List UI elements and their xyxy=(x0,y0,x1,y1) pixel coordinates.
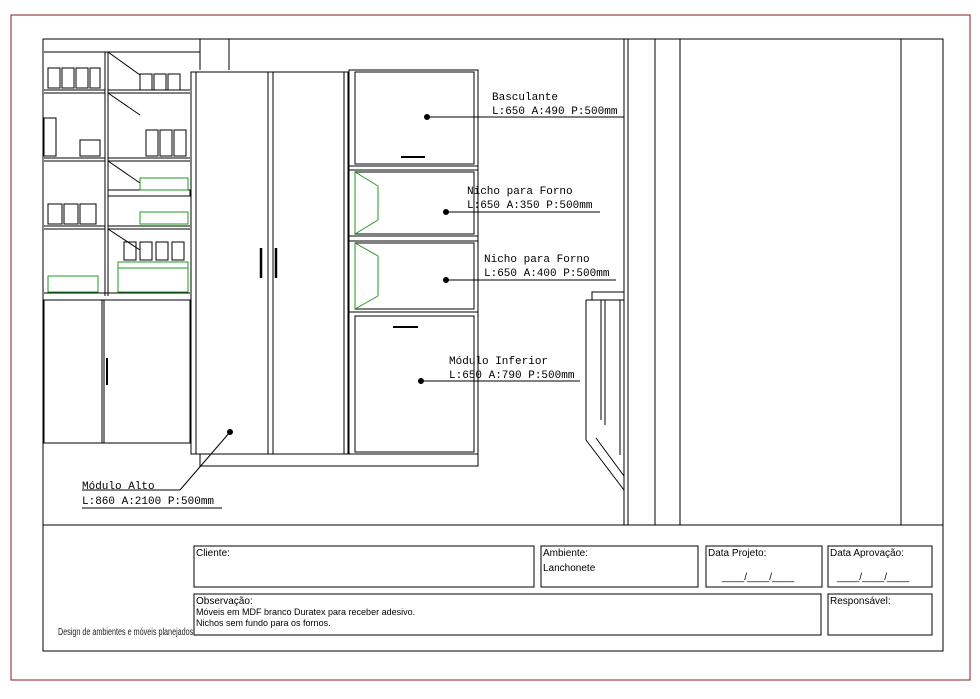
data-aprovacao-value: ____/____/____ xyxy=(837,572,910,583)
label-basculante-name: Basculante xyxy=(492,92,558,104)
label-modulo-inferior-name: Módulo Inferior xyxy=(449,356,548,368)
company-tagline: Design de ambientes e móveis planejados xyxy=(58,627,194,638)
left-shelving-unit xyxy=(43,39,201,444)
ambiente-label: Ambiente: xyxy=(543,548,589,559)
data-aprovacao-label: Data Aprovação: xyxy=(830,548,904,559)
oven-niche-green-edges xyxy=(354,171,379,310)
drawing-frame xyxy=(42,38,944,652)
right-walls xyxy=(585,39,902,525)
label-nicho-forno-1-dims: L:650 A:350 P:500mm xyxy=(467,200,593,212)
leader-lines xyxy=(82,114,624,509)
label-basculante-dims: L:650 A:490 P:500mm xyxy=(492,106,618,118)
title-block-boxes xyxy=(193,545,933,636)
cliente-label: Cliente: xyxy=(196,548,230,559)
data-projeto-value: ____/____/____ xyxy=(722,572,795,583)
observacao-line-2: Nichos sem fundo para os fornos. xyxy=(196,618,331,628)
right-module-stack xyxy=(348,69,479,455)
responsavel-label: Responsável: xyxy=(830,596,891,607)
label-nicho-forno-2-name: Nicho para Forno xyxy=(484,254,590,266)
label-modulo-alto-name: Módulo Alto xyxy=(82,481,155,493)
data-projeto-label: Data Projeto: xyxy=(708,548,767,559)
observacao-label: Observação: xyxy=(196,596,253,607)
label-modulo-inferior-dims: L:650 A:790 P:500mm xyxy=(449,370,575,382)
ambiente-value: Lanchonete xyxy=(543,563,596,574)
label-nicho-forno-2-dims: L:650 A:400 P:500mm xyxy=(484,268,610,280)
tall-module xyxy=(190,71,479,467)
left-shelving-green-items xyxy=(47,177,189,293)
label-modulo-alto-dims: L:860 A:2100 P:500mm xyxy=(82,496,214,508)
sheet-outer-border xyxy=(10,14,971,681)
label-nicho-forno-1-name: Nicho para Forno xyxy=(467,186,573,198)
observacao-line-1: Móveis em MDF branco Duratex para recebe… xyxy=(196,607,416,617)
